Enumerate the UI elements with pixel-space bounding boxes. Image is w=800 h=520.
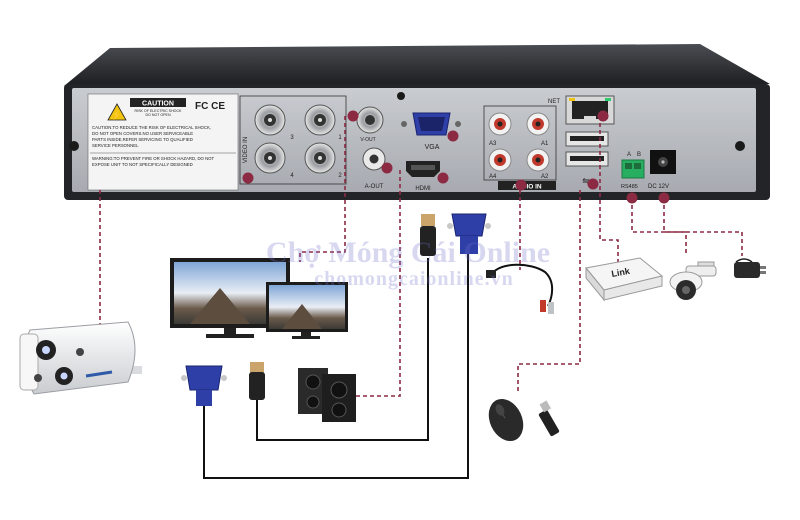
panel-screw xyxy=(397,92,405,100)
panel-screw xyxy=(735,141,745,151)
caution-label: ⚡ CAUTION RISK OF ELECTRIC SHOCK DO NOT … xyxy=(87,93,239,191)
audio-cable xyxy=(491,263,554,307)
connection-dot xyxy=(381,162,393,174)
warning-icon xyxy=(107,103,127,121)
audio-in-port-a1[interactable] xyxy=(526,112,550,136)
v-out-label: V-OUT xyxy=(360,137,375,143)
video-in-label: VIDEO IN xyxy=(243,137,249,163)
hdmi-cable xyxy=(256,258,429,441)
dvr-recorder: ⚡ CAUTION RISK OF ELECTRIC SHOCK DO NOT … xyxy=(64,44,770,200)
dc-power-jack[interactable] xyxy=(650,150,676,174)
connection-dots xyxy=(242,110,670,204)
warning-icon: ⚡ xyxy=(111,109,122,121)
a-out-label: A-OUT xyxy=(365,184,384,190)
usb-port-2[interactable] xyxy=(565,151,609,167)
audio-in-port-a4[interactable] xyxy=(488,148,512,172)
panel-screw xyxy=(69,141,79,151)
power-adapter xyxy=(734,258,766,278)
usb-mouse xyxy=(488,398,524,442)
hdmi-plug-top xyxy=(420,214,436,256)
certification-mark: FC CE xyxy=(195,101,225,112)
connection-dot xyxy=(347,110,359,122)
monitor-small xyxy=(266,282,348,339)
channel-label: 2 xyxy=(338,173,342,179)
router-label: Link xyxy=(611,266,632,279)
connection-dot xyxy=(597,110,609,122)
caution-sub: DO NOT OPEN xyxy=(145,113,170,117)
connection-dot xyxy=(658,192,670,204)
channel-label: 3 xyxy=(290,135,294,141)
cables xyxy=(203,252,554,479)
warning-text: WARNING:TO PREVENT FIRE OR SHOCK HAZARD,… xyxy=(92,156,215,161)
dvr-top-cover xyxy=(64,44,770,86)
network-router: Link xyxy=(585,257,664,302)
video-in-block: VIDEO IN 3 1 4 2 xyxy=(239,95,347,185)
bnc-port-4[interactable] xyxy=(304,142,336,174)
speaker-link xyxy=(346,170,401,397)
net-label: NET xyxy=(548,99,560,105)
audio-in-port-a2[interactable] xyxy=(526,148,550,172)
connection-dot xyxy=(515,179,527,191)
pin-label: A xyxy=(627,152,631,158)
v-out-port[interactable] xyxy=(356,106,384,134)
caution-text: DO NOT OPEN COVERS.NO USER SERVICEABLE xyxy=(92,131,193,136)
connection-dot xyxy=(242,172,254,184)
caution-sub: RISK OF ELECTRIC SHOCK xyxy=(135,109,183,113)
caution-text: PARTS INSIDE.REFER SERVICING TO QUALIFIE… xyxy=(92,137,193,142)
connection-dot xyxy=(626,192,638,204)
connection-dot xyxy=(437,172,449,184)
hdmi-plug-bottom xyxy=(249,362,265,400)
audio-in-block: A3 A1 A4 A2 AUDIO IN xyxy=(483,105,557,191)
network-link xyxy=(599,116,619,262)
channel-label: 1 xyxy=(338,135,342,141)
bnc-port-2[interactable] xyxy=(304,104,336,136)
usb-flash-drive xyxy=(538,400,560,437)
a-out-port[interactable] xyxy=(362,147,386,171)
usb-link xyxy=(517,190,581,392)
bnc-port-3[interactable] xyxy=(254,142,286,174)
connection-lines xyxy=(99,116,743,397)
vga-label: VGA xyxy=(425,144,440,151)
audio-rca-plug xyxy=(486,270,554,314)
channel-label: 4 xyxy=(290,173,294,179)
monitor-link xyxy=(299,116,346,262)
usb-icon: ⇋ xyxy=(582,176,590,186)
audio-label: A2 xyxy=(541,174,549,180)
audio-label: A4 xyxy=(489,174,497,180)
bullet-camera xyxy=(19,321,142,395)
hdmi-label: HDMI xyxy=(415,186,431,192)
vga-plug-top xyxy=(447,213,491,254)
vga-port[interactable] xyxy=(401,112,461,136)
warning-text: EXPOSE UNIT TO NOT SPECIFICALLY DESIGNED xyxy=(92,162,193,167)
caution-text: SERVICE PERSONNEL xyxy=(92,143,139,148)
power-link xyxy=(663,198,743,256)
vga-cable xyxy=(203,252,469,479)
hdmi-port[interactable] xyxy=(406,161,440,177)
audio-label: A3 xyxy=(489,141,497,147)
ptz-camera xyxy=(669,261,717,300)
connection-dot xyxy=(447,130,459,142)
dc-label: DC 12V xyxy=(648,184,669,190)
usb-port-1[interactable] xyxy=(565,131,609,147)
pin-label: B xyxy=(637,152,641,158)
ptz-link xyxy=(631,198,687,256)
connection-dot xyxy=(587,178,599,190)
caution-text: CAUTION:TO REDUCE THE RISK OF ELECTRICAL… xyxy=(92,125,211,130)
caution-title: CAUTION xyxy=(142,101,174,108)
audio-label: A1 xyxy=(541,141,549,147)
vga-plug-bottom xyxy=(181,365,227,406)
audio-in-label: AUDIO IN xyxy=(512,184,542,191)
rs485-terminal[interactable] xyxy=(621,159,645,179)
rs485-label: RS485 xyxy=(621,184,638,190)
audio-in-port-a3[interactable] xyxy=(488,112,512,136)
bnc-port-1[interactable] xyxy=(254,104,286,136)
speakers xyxy=(298,368,356,422)
